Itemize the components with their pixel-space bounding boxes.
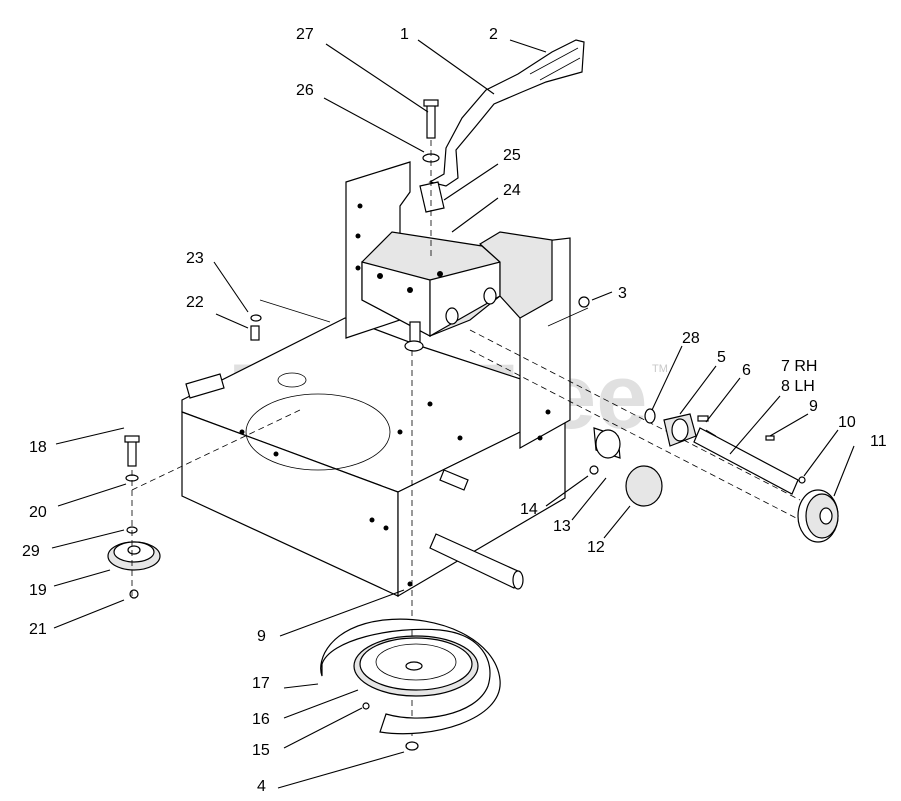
callout-28: 28 <box>682 330 700 347</box>
callout-17: 17 <box>252 675 270 692</box>
callout-3: 3 <box>618 285 627 302</box>
callout-9-axle: 9 <box>809 398 818 415</box>
callout-14: 14 <box>520 501 538 518</box>
callout-13: 13 <box>553 518 571 535</box>
callout-24: 24 <box>503 182 521 199</box>
idler-bushing-group <box>589 427 663 507</box>
callout-16: 16 <box>252 711 270 728</box>
hardware-22-23 <box>250 299 331 341</box>
frame-chassis <box>181 161 571 598</box>
callout-leaders <box>51 39 855 789</box>
callout-12: 12 <box>587 539 605 556</box>
callout-11: 11 <box>870 433 887 450</box>
callout-22: 22 <box>186 294 204 311</box>
callout-9-belt: 9 <box>257 628 266 645</box>
callout-15: 15 <box>252 742 270 759</box>
axle-assembly <box>469 329 839 543</box>
callout-8-lh: 8 LH <box>781 378 815 395</box>
callout-29: 29 <box>22 543 40 560</box>
callout-26: 26 <box>296 82 314 99</box>
callout-6: 6 <box>742 362 751 379</box>
idler-pulley-group <box>107 409 301 600</box>
callout-19: 19 <box>29 582 47 599</box>
callout-2: 2 <box>489 26 498 43</box>
callout-27: 27 <box>296 26 314 43</box>
nut-3 <box>547 296 590 327</box>
callout-7-rh: 7 RH <box>781 358 817 375</box>
hardware-lever-mount <box>419 99 445 260</box>
callout-1: 1 <box>400 26 409 43</box>
callout-5: 5 <box>717 349 726 366</box>
callout-23: 23 <box>186 250 204 267</box>
callout-20: 20 <box>29 504 47 521</box>
svg-text:TM: TM <box>652 363 668 375</box>
callout-21: 21 <box>29 621 47 638</box>
control-lever <box>428 39 585 187</box>
drive-pulley-belt <box>320 350 501 751</box>
callout-numbers: 27 1 2 26 25 24 23 22 3 28 5 6 7 RH 8 LH… <box>22 26 887 795</box>
callout-4: 4 <box>257 778 266 795</box>
callout-25: 25 <box>503 147 521 164</box>
callout-18: 18 <box>29 439 47 456</box>
callout-10: 10 <box>838 414 856 431</box>
gearbox-transmission <box>361 231 553 352</box>
